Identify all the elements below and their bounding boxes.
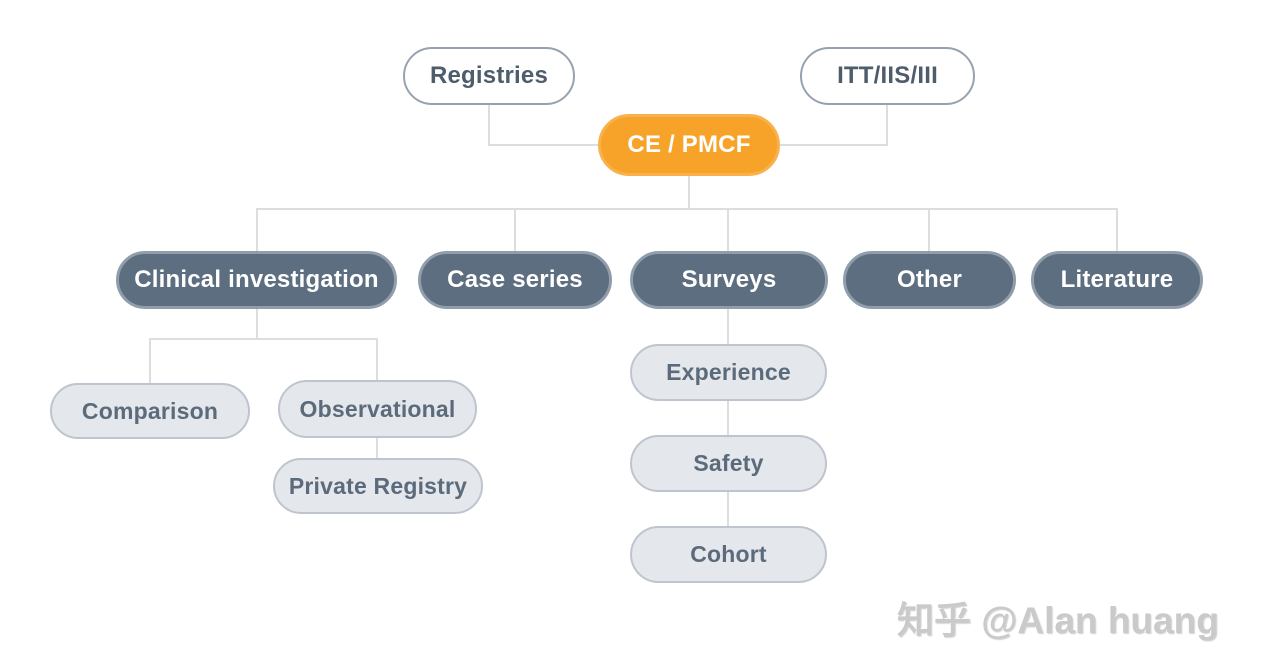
node-itt-iis-iii-label: ITT/IIS/III [837,62,938,89]
node-case-series-label: Case series [447,266,583,293]
connector-surveys-experience [727,309,729,344]
node-surveys: Surveys [630,251,828,309]
node-safety: Safety [630,435,827,492]
node-case-series: Case series [418,251,612,309]
node-observational-label: Observational [299,395,456,422]
node-ce-pmcf-label: CE / PMCF [627,131,751,158]
node-registries: Registries [403,47,575,105]
node-surveys-label: Surveys [681,266,777,293]
connector-level2-bus [256,208,1118,210]
node-other-label: Other [896,266,962,293]
connector-clinical-stem [256,309,258,340]
connector-observational-private [376,438,378,458]
connector-drop-case-series [514,208,516,251]
node-comparison-label: Comparison [81,397,219,424]
node-comparison: Comparison [50,383,250,439]
node-registries-label: Registries [429,62,549,89]
connector-itt-to-root [780,144,888,146]
node-clinical-investigation: Clinical investigation [116,251,397,309]
connector-safety-cohort [727,492,729,526]
connector-drop-other [928,208,930,251]
connector-root-stem [688,176,690,210]
connector-itt-stem [886,105,888,146]
node-observational: Observational [278,380,477,438]
node-literature: Literature [1031,251,1203,309]
connector-registries-to-root [488,144,598,146]
node-experience-label: Experience [666,359,791,385]
connector-clinical-bus [149,338,378,340]
zhihu-watermark: 知乎 @Alan huang [897,600,1219,641]
node-experience: Experience [630,344,827,401]
connector-drop-comparison [149,338,151,383]
node-private-registry: Private Registry [273,458,483,514]
connector-registries-stem [488,105,490,146]
connector-drop-literature [1116,208,1118,251]
connector-experience-safety [727,401,729,435]
node-other: Other [843,251,1016,309]
node-private-registry-label: Private Registry [288,472,468,499]
connector-drop-clinical [256,208,258,251]
node-literature-label: Literature [1060,266,1174,293]
node-itt-iis-iii: ITT/IIS/III [800,47,975,105]
node-ce-pmcf: CE / PMCF [598,114,780,176]
node-safety-label: Safety [693,450,764,476]
node-clinical-investigation-label: Clinical investigation [134,266,379,293]
connector-drop-surveys [727,208,729,251]
node-cohort: Cohort [630,526,827,583]
node-cohort-label: Cohort [690,541,767,567]
connector-drop-observational [376,338,378,380]
